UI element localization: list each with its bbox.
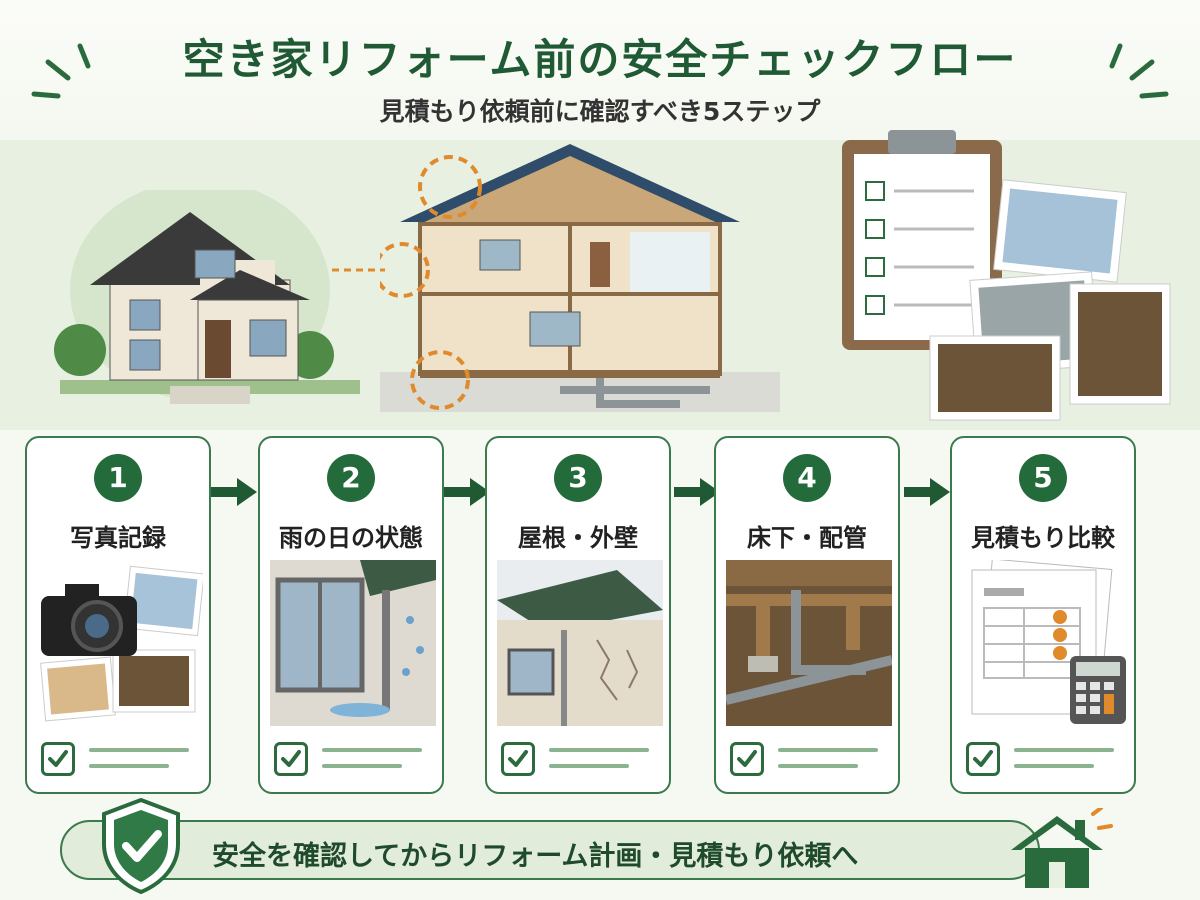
step-line bbox=[549, 764, 629, 768]
estimate-calculator-icon bbox=[971, 560, 1126, 724]
step-line bbox=[1014, 764, 1094, 768]
step-line bbox=[89, 764, 169, 768]
cutaway-house-illustration bbox=[380, 144, 780, 412]
roof-wall-icon bbox=[497, 560, 663, 726]
step-checkbox bbox=[274, 742, 308, 776]
step-checkbox bbox=[501, 742, 535, 776]
step-checkbox bbox=[41, 742, 75, 776]
step-card-4: 4 床下・配管 bbox=[714, 436, 900, 794]
checkmark-icon bbox=[737, 750, 757, 767]
house-icon bbox=[1011, 808, 1113, 888]
rainy-window-icon bbox=[270, 560, 436, 726]
banner-text: 安全を確認してからリフォーム計画・見積もり依頼へ bbox=[212, 841, 859, 872]
exterior-house-illustration bbox=[54, 190, 360, 404]
camera-photos-icon bbox=[40, 565, 203, 722]
step-line bbox=[322, 748, 422, 752]
step-line bbox=[322, 764, 402, 768]
step-checkbox bbox=[730, 742, 764, 776]
step-number: 2 bbox=[327, 454, 375, 502]
step-label: 写真記録 bbox=[70, 524, 166, 552]
checkmark-icon bbox=[508, 750, 528, 767]
header-background bbox=[0, 0, 1200, 150]
step-number: 4 bbox=[783, 454, 831, 502]
right-spark-icon bbox=[1109, 43, 1169, 99]
underfloor-piping-icon bbox=[726, 560, 892, 726]
step-card-2: 2 雨の日の状態 bbox=[258, 436, 444, 794]
shield-check-icon bbox=[102, 798, 180, 894]
checkmark-icon bbox=[48, 750, 68, 767]
step-label: 見積もり比較 bbox=[971, 524, 1115, 552]
callout-connector bbox=[332, 268, 385, 272]
step-label: 雨の日の状態 bbox=[279, 524, 423, 552]
step-line bbox=[778, 764, 858, 768]
arrow-right-icon bbox=[444, 478, 490, 506]
step-line bbox=[778, 748, 878, 752]
left-spark-icon bbox=[31, 43, 91, 99]
step-line bbox=[1014, 748, 1114, 752]
step-line bbox=[549, 748, 649, 752]
step-number: 3 bbox=[554, 454, 602, 502]
step-card-1: 1 写真記録 bbox=[25, 436, 211, 794]
step-checkbox bbox=[966, 742, 1000, 776]
page-title: 空き家リフォーム前の安全チェックフロー bbox=[182, 35, 1018, 84]
clipboard-photos-illustration bbox=[842, 130, 1171, 421]
step-label: 屋根・外壁 bbox=[518, 524, 638, 552]
step-number: 1 bbox=[94, 454, 142, 502]
arrow-right-icon bbox=[674, 478, 720, 506]
step-card-5: 5 見積もり比較 bbox=[950, 436, 1136, 794]
step-label: 床下・配管 bbox=[747, 524, 867, 552]
checkmark-icon bbox=[973, 750, 993, 767]
arrow-right-icon bbox=[904, 478, 950, 506]
page-subtitle: 見積もり依頼前に確認すべき5ステップ bbox=[379, 97, 821, 126]
step-number: 5 bbox=[1019, 454, 1067, 502]
summary-banner: 安全を確認してからリフォーム計画・見積もり依頼へ bbox=[60, 820, 1040, 880]
step-line bbox=[89, 748, 189, 752]
step-card-3: 3 屋根・外壁 bbox=[485, 436, 671, 794]
checkmark-icon bbox=[281, 750, 301, 767]
arrow-right-icon bbox=[211, 478, 257, 506]
